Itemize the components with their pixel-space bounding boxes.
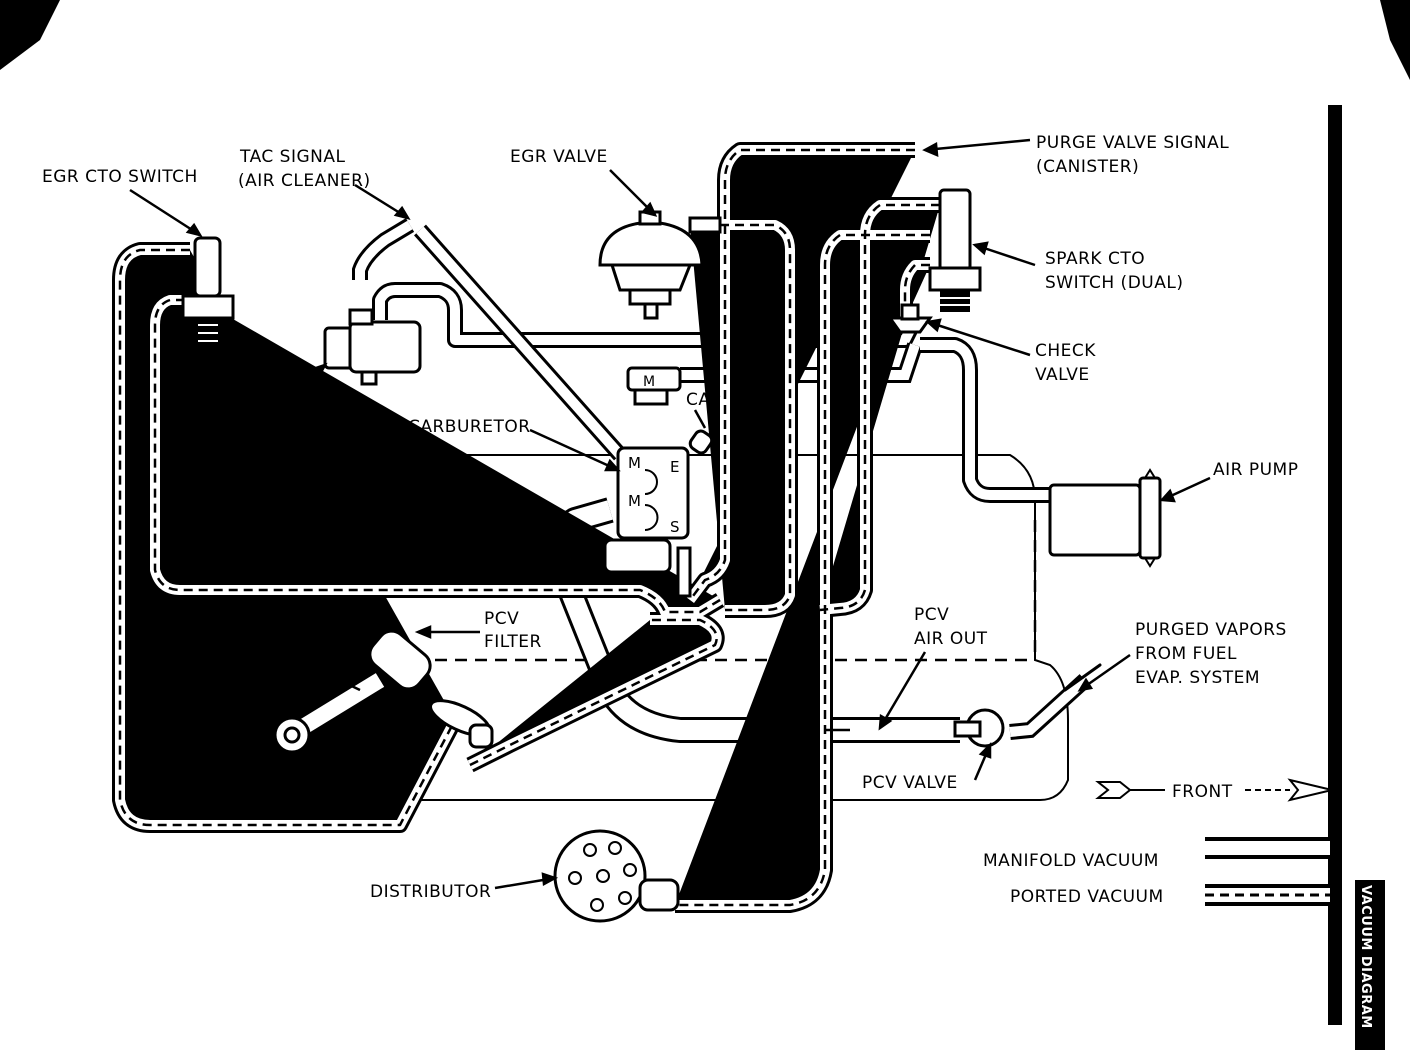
carb-port-s: S — [670, 518, 680, 536]
carb-port-m1: M — [628, 454, 641, 472]
label-purged-vapors-2: FROM FUEL — [1135, 644, 1237, 664]
label-air-pump: AIR PUMP — [1213, 460, 1298, 480]
label-purge-valve-2: (CANISTER) — [1036, 157, 1139, 177]
air-pump — [1048, 468, 1162, 568]
label-pcv-air-out-1: PCV — [914, 605, 949, 625]
label-purge-valve-1: PURGE VALVE SIGNAL — [1036, 133, 1229, 153]
label-pcv-valve: PCV VALVE — [862, 773, 958, 793]
pcv-valve — [953, 708, 1005, 748]
carb-port-e: E — [670, 458, 680, 476]
label-diverter-valve: DIVERTER VALVE — [188, 403, 337, 423]
legend-ported-label: PORTED VACUUM — [1010, 887, 1164, 907]
thermal-vacuum-switch — [429, 699, 494, 749]
egr-valve — [598, 210, 722, 320]
front-arrow — [1095, 778, 1333, 802]
label-purged-vapors-3: EVAP. SYSTEM — [1135, 668, 1260, 688]
label-check-valve-2: VALVE — [1035, 365, 1090, 385]
carburetor: M E M S — [603, 429, 714, 598]
label-egr-cto-switch: EGR CTO SWITCH — [42, 167, 198, 187]
label-egr-valve: EGR VALVE — [510, 147, 608, 167]
label-spark-cto-1: SPARK CTO — [1045, 249, 1145, 269]
label-pcv-filter-1: PCV — [484, 609, 519, 629]
pcv-filter — [368, 629, 432, 691]
diverter-valve — [323, 308, 422, 386]
label-purged-vapors-1: PURGED VAPORS — [1135, 620, 1287, 640]
label-carburetor: CARBURETOR — [408, 417, 531, 437]
label-tac-signal-1: TAC SIGNAL — [239, 147, 345, 167]
label-front: FRONT — [1172, 782, 1233, 802]
ported-vacuum-hoses — [120, 150, 940, 905]
label-check-valve-1: CHECK — [1035, 341, 1096, 361]
legend-manifold-label: MANIFOLD VACUUM — [983, 851, 1159, 871]
label-tac-signal-2: (AIR CLEANER) — [238, 171, 371, 191]
label-distributor: DISTRIBUTOR — [370, 882, 491, 902]
label-pcv-filter-2: FILTER — [484, 632, 542, 652]
check-valve — [887, 303, 933, 334]
manifold-fitting: M — [626, 366, 682, 406]
label-pcv-air-in: PCV AIR IN — [158, 625, 254, 645]
legend: MANIFOLD VACUUM PORTED VACUUM — [983, 837, 1330, 907]
side-caption: VACUUM DIAGRAM — [1358, 885, 1373, 1029]
label-cap: CAP — [686, 390, 721, 410]
spark-cto-switch — [928, 188, 982, 312]
egr-cto-switch — [181, 236, 235, 350]
label-thermal-vacuum-switch: THERMAL VACUUM SWITCH — [139, 775, 383, 795]
leader-lines — [129, 138, 1211, 890]
label-spark-cto-2: SWITCH (DUAL) — [1045, 273, 1183, 293]
pcv-air-in-hose — [273, 670, 386, 754]
carb-port-m2: M — [628, 492, 641, 510]
fitting-m-label: M — [643, 374, 656, 390]
distributor — [553, 829, 680, 923]
callout-labels: EGR CTO SWITCH TAC SIGNAL (AIR CLEANER) … — [42, 133, 1298, 902]
purge-fitting — [1063, 663, 1102, 692]
label-pcv-air-out-2: AIR OUT — [914, 629, 988, 649]
